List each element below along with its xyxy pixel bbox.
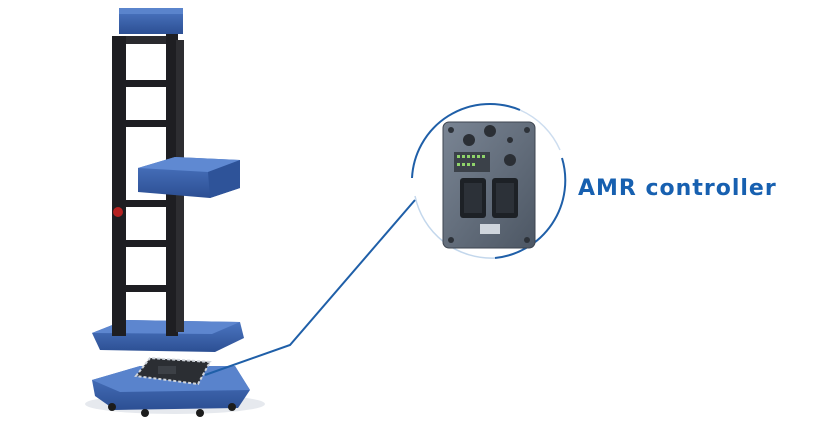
amr-controller-image [442,121,536,249]
shelf-tray [138,157,240,198]
base-controller-module [134,356,212,386]
emergency-button [113,207,123,217]
callout-line [204,199,416,376]
magnifier-ring [411,102,567,259]
mast-top-plate [119,8,183,34]
amr-controller-label: AMR controller [578,176,777,201]
robot [85,8,265,417]
